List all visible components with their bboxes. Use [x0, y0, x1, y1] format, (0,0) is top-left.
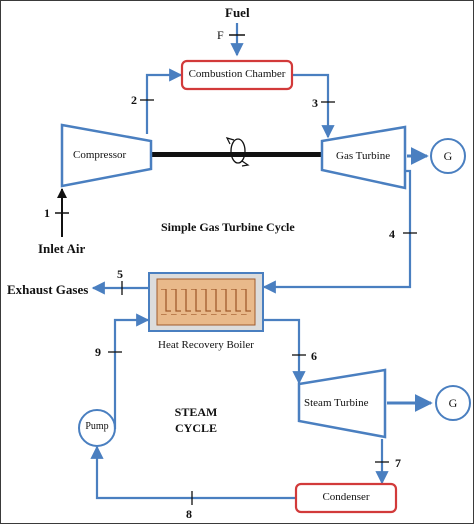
condenser-box — [294, 482, 398, 514]
pump-label: Pump — [85, 421, 109, 432]
condenser-label: Condenser — [322, 491, 370, 503]
steam-cycle-label-line2: CYCLE — [174, 421, 217, 435]
stream-5-number: 5 — [117, 267, 123, 281]
compressor-label: Compressor — [73, 149, 127, 161]
rotation-arrow-icon — [225, 137, 250, 167]
stream-1-number: 2 — [131, 93, 137, 107]
combustion-chamber-box — [180, 59, 294, 91]
stream-6-line — [263, 318, 306, 385]
steam-turbine-shape — [297, 368, 387, 439]
stream-6-number: 6 — [311, 349, 317, 363]
fuel-flow-symbol: F — [217, 28, 224, 42]
stream-7-number: 7 — [395, 456, 401, 470]
shaft — [151, 152, 321, 157]
stream-4-number: 4 — [389, 227, 395, 241]
stream-2-line — [145, 68, 183, 134]
stream-9-line — [113, 313, 150, 413]
generator-2-circle — [435, 385, 471, 421]
gas-cycle-label: Simple Gas Turbine Cycle — [161, 220, 295, 234]
stream-8-line — [90, 445, 295, 500]
steam-turbine-label: Steam Turbine — [304, 397, 369, 409]
stream-8-number: 8 — [186, 507, 192, 521]
fuel-label: Fuel — [225, 5, 250, 20]
hrsg-label: Heat Recovery Boiler — [158, 339, 254, 351]
combustion-chamber-label: Combustion Chamber — [188, 68, 286, 80]
gas-turbine-shape — [320, 125, 407, 190]
inlet-air-label: Inlet Air — [38, 241, 86, 256]
steam-cycle-label-line1: STEAM — [174, 405, 218, 419]
stream-1-number: 1 — [44, 206, 50, 220]
stream-3-number: 3 — [312, 96, 318, 110]
hrsg-coil — [161, 289, 251, 315]
stream-9-number: 9 — [95, 345, 101, 359]
generator-2-label: G — [448, 396, 458, 410]
gas-turbine-label: Gas Turbine — [336, 150, 391, 162]
generator-1-label: G — [443, 149, 453, 163]
compressor-shape — [60, 123, 153, 188]
generator-1-circle — [430, 138, 466, 174]
stream-3-line — [292, 73, 335, 139]
exhaust-gases-label: Exhaust Gases — [7, 282, 89, 297]
